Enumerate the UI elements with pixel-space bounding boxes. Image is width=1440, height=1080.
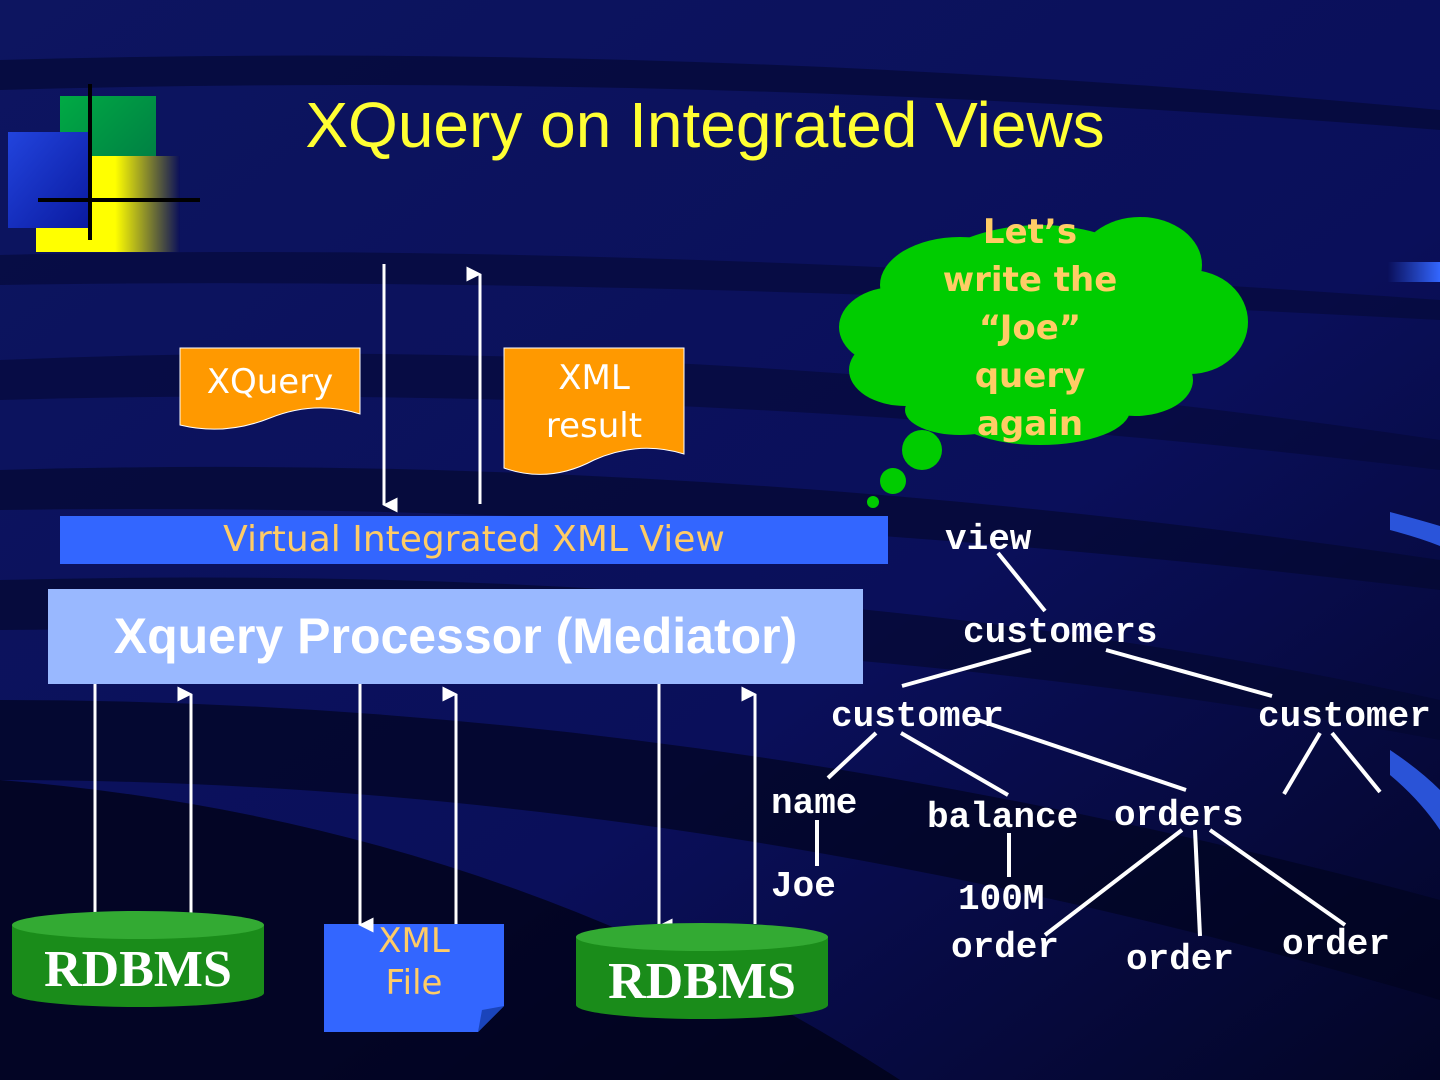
xml-result-line-1: XML [558, 358, 630, 398]
database-shape-1 [12, 911, 264, 1007]
callout-line-2: write the [942, 260, 1118, 300]
database-shape-2 [576, 923, 828, 1019]
tree-node-order-3: order [1282, 924, 1391, 965]
xml-file-line-2: File [385, 963, 443, 1003]
thought-cloud-text: Let’s write the “Joe” query again [900, 208, 1160, 448]
xquery-document-shape [179, 347, 361, 430]
tree-node-order-2: order [1126, 939, 1235, 980]
xml-result-line-2: result [545, 406, 643, 446]
slide-title: XQuery on Integrated Views [305, 89, 1105, 161]
tree-node-balance: balance [927, 797, 1079, 838]
callout-line-1: Let’s [982, 212, 1078, 252]
tree-edges [815, 551, 1382, 937]
tree-node-customer-1: customer [831, 696, 1004, 737]
xml-file-label: XML File [324, 920, 504, 1004]
virtual-view-bar: Virtual Integrated XML View [60, 516, 888, 564]
xquery-document-label: XQuery [206, 362, 334, 402]
database-label-2: RDBMS [608, 953, 796, 1010]
xml-result-document-label: XML result [504, 354, 684, 450]
tree-node-order-1: order [951, 927, 1060, 968]
xml-file-shape [324, 924, 504, 1032]
thought-cloud-shape [839, 217, 1248, 508]
tree-node-customer-2: customer [1258, 696, 1431, 737]
tree-leaf-100m: 100M [958, 879, 1045, 920]
callout-line-3: “Joe” [978, 308, 1082, 348]
database-label-1: RDBMS [44, 941, 232, 998]
callout-line-5: again [976, 404, 1084, 444]
callout-line-4: query [974, 356, 1086, 396]
tree-leaf-joe: Joe [771, 866, 836, 907]
xml-result-document-shape [503, 347, 685, 475]
xml-file-line-1: XML [378, 921, 450, 961]
tree-node-orders: orders [1114, 795, 1244, 836]
tree-node-name: name [771, 783, 858, 824]
tree-node-customers: customers [963, 612, 1158, 653]
tree-node-view: view [945, 519, 1032, 560]
mediator-box: Xquery Processor (Mediator) [48, 589, 863, 684]
